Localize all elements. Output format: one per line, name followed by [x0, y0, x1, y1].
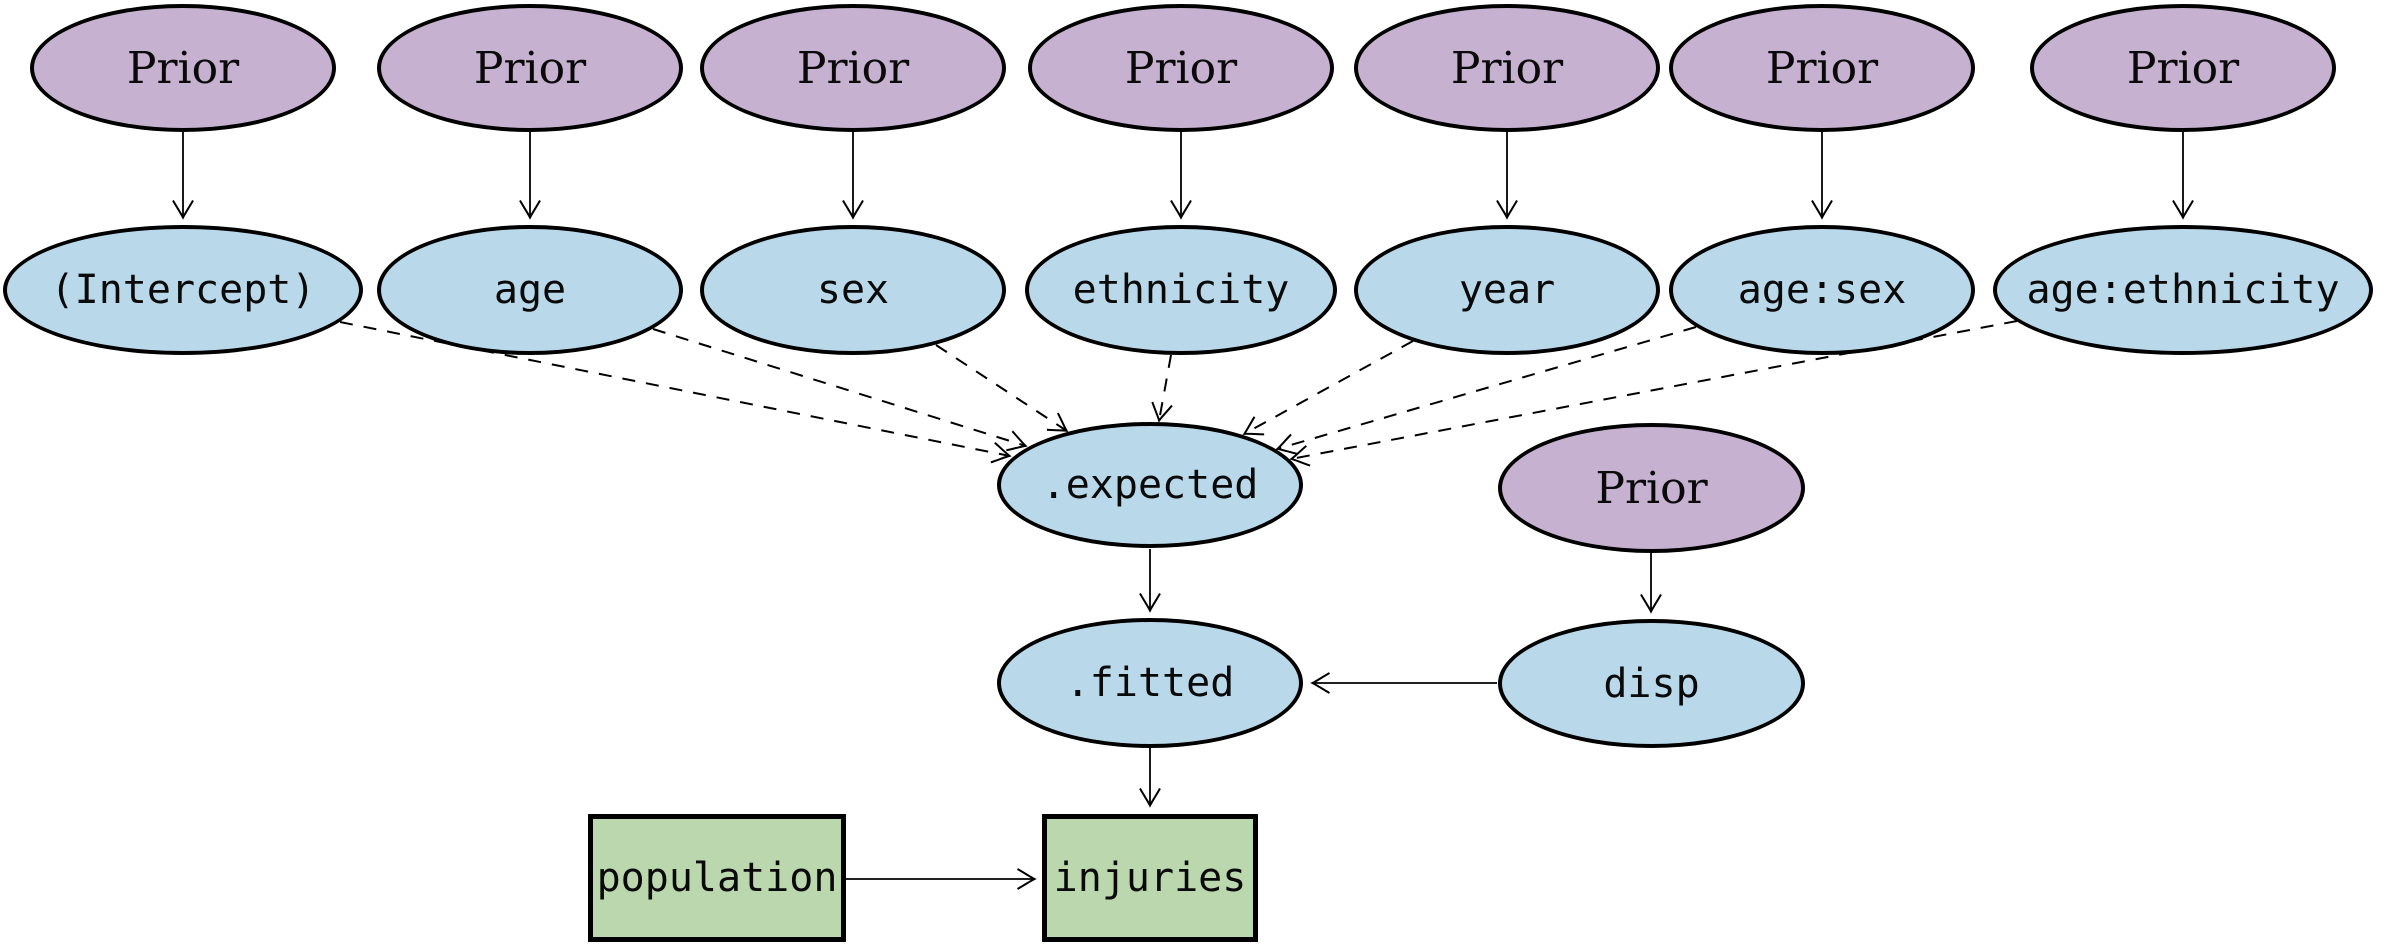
node-age-sex: age:sex: [1669, 225, 1975, 355]
node-prior-3-label: Prior: [796, 42, 910, 94]
node-year-label: year: [1458, 267, 1556, 313]
node-expected: .expected: [997, 422, 1303, 548]
node-age-ethnicity-label: age:ethnicity: [2026, 267, 2340, 313]
node-ethnicity-label: ethnicity: [1072, 267, 1290, 313]
node-intercept: (Intercept): [3, 225, 363, 355]
node-injuries: injuries: [1042, 814, 1258, 942]
node-prior-7-label: Prior: [2126, 42, 2240, 94]
node-prior-7: Prior: [2030, 4, 2336, 132]
node-prior-4-label: Prior: [1124, 42, 1238, 94]
node-fitted: .fitted: [997, 618, 1303, 748]
node-prior-3: Prior: [700, 4, 1006, 132]
edge-age-expected: [652, 328, 1028, 452]
node-prior-disp: Prior: [1498, 423, 1805, 553]
node-sex: sex: [700, 225, 1006, 355]
node-disp: disp: [1498, 619, 1805, 748]
node-prior-6-label: Prior: [1765, 42, 1879, 94]
node-age-ethnicity: age:ethnicity: [1993, 225, 2373, 355]
node-expected-label: .expected: [1041, 462, 1259, 508]
node-age-label: age: [493, 267, 567, 313]
node-prior-disp-label: Prior: [1595, 462, 1708, 514]
node-prior-2-label: Prior: [473, 42, 587, 94]
node-population-label: population: [596, 855, 838, 901]
node-sex-label: sex: [816, 267, 890, 313]
edge-intercept-expected: [339, 321, 1012, 464]
node-intercept-label: (Intercept): [50, 267, 316, 313]
edge-ethnicity-expected: [1151, 354, 1173, 423]
node-ethnicity: ethnicity: [1025, 225, 1337, 355]
node-age-sex-label: age:sex: [1737, 267, 1907, 313]
node-prior-4: Prior: [1028, 4, 1334, 132]
edge-year-expected: [1242, 340, 1414, 436]
node-injuries-label: injuries: [1053, 855, 1247, 901]
node-prior-5-label: Prior: [1450, 42, 1564, 94]
node-prior-2: Prior: [377, 4, 683, 132]
edge-sex-expected: [935, 344, 1069, 432]
node-age: age: [377, 225, 683, 355]
node-fitted-label: .fitted: [1065, 660, 1235, 706]
node-prior-1-label: Prior: [126, 42, 240, 94]
node-year: year: [1354, 225, 1660, 355]
node-population: population: [588, 814, 846, 942]
edge-age-sex-expected: [1275, 326, 1697, 455]
node-prior-5: Prior: [1354, 4, 1660, 132]
node-disp-label: disp: [1603, 660, 1700, 707]
node-prior-6: Prior: [1669, 4, 1975, 132]
node-prior-1: Prior: [30, 4, 336, 132]
